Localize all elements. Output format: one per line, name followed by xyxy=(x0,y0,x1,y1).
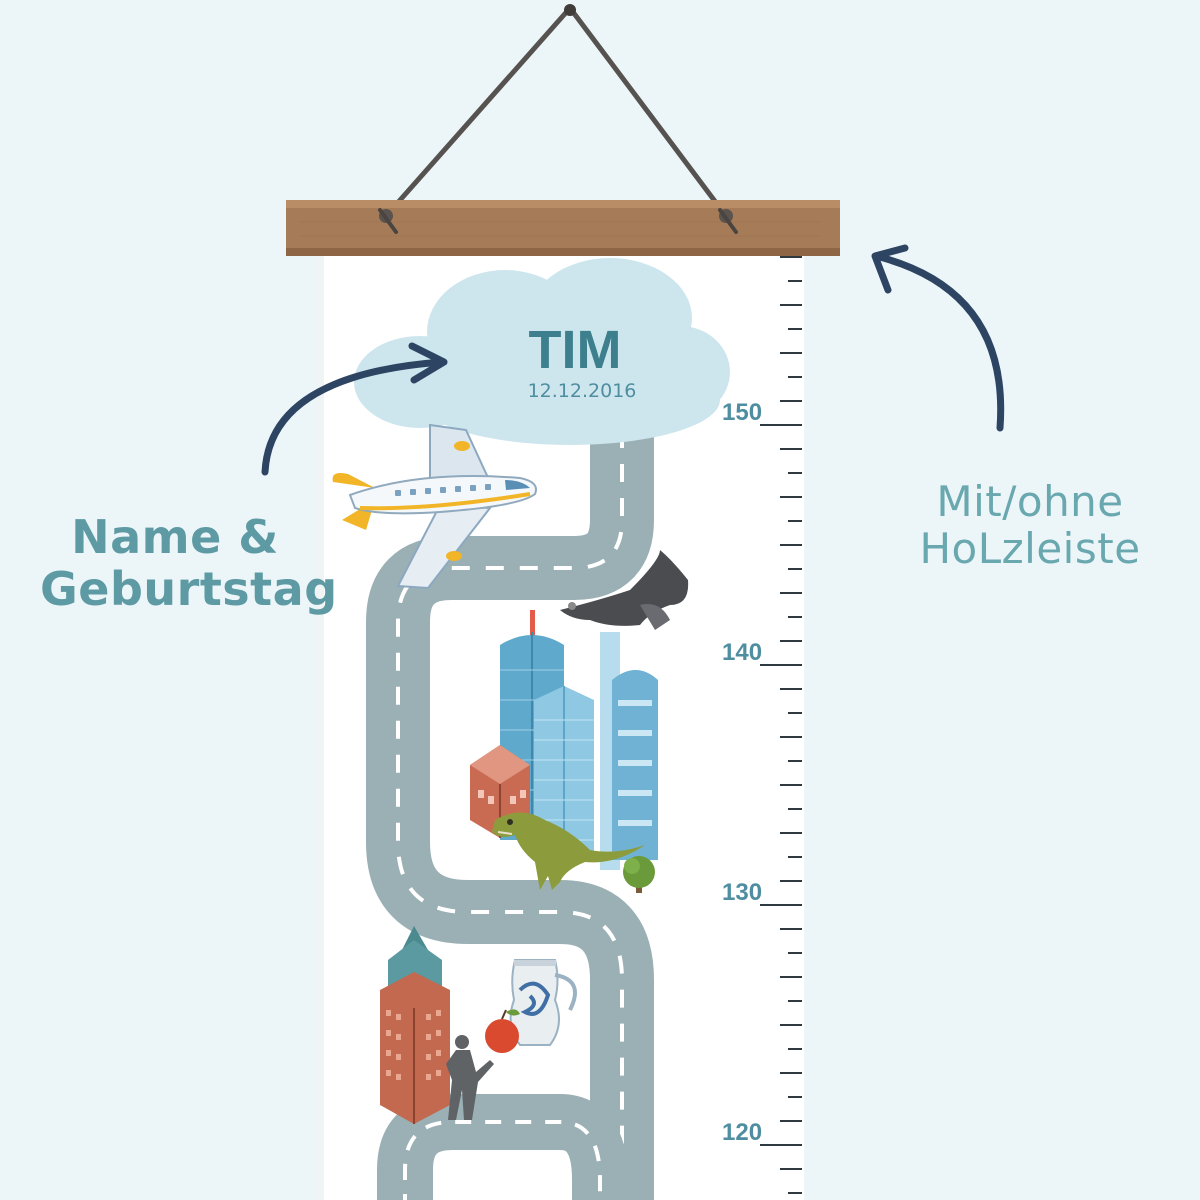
tower-building-icon xyxy=(380,926,450,1124)
wooden-bar xyxy=(286,200,840,256)
scale-label-150: 150 xyxy=(722,399,762,426)
skyscraper-icon xyxy=(470,610,658,870)
annotation-wood-bar: Mit/ohne HoLzleiste xyxy=(905,478,1155,572)
birth-date: 12.12.2016 xyxy=(528,380,637,402)
curved-arrow-icon xyxy=(261,342,448,476)
curved-arrow-icon xyxy=(871,244,1005,432)
statue-icon xyxy=(446,1035,494,1120)
jug-icon xyxy=(509,959,577,1046)
eagle-icon xyxy=(560,550,689,630)
height-scale xyxy=(760,256,802,1194)
child-name: TIM xyxy=(529,320,622,380)
annotation-name-birthday: Name & Geburtstag xyxy=(40,510,338,616)
airplane-icon xyxy=(332,423,537,590)
scale-label-120: 120 xyxy=(722,1119,762,1146)
dinosaur-icon xyxy=(492,812,645,890)
road-track xyxy=(366,430,654,1200)
tree-icon xyxy=(623,856,655,893)
annotation-right-line2: HoLzleiste xyxy=(919,524,1141,574)
annotation-right-line1: Mit/ohne xyxy=(936,477,1124,526)
scale-label-130: 130 xyxy=(722,879,762,906)
annotation-left-line2: Geburtstag xyxy=(40,561,338,616)
annotation-left-line1: Name & xyxy=(71,510,279,564)
hanging-cord xyxy=(383,4,729,219)
scale-label-140: 140 xyxy=(722,639,762,666)
name-cloud xyxy=(354,258,730,445)
apple-icon xyxy=(485,1009,520,1053)
